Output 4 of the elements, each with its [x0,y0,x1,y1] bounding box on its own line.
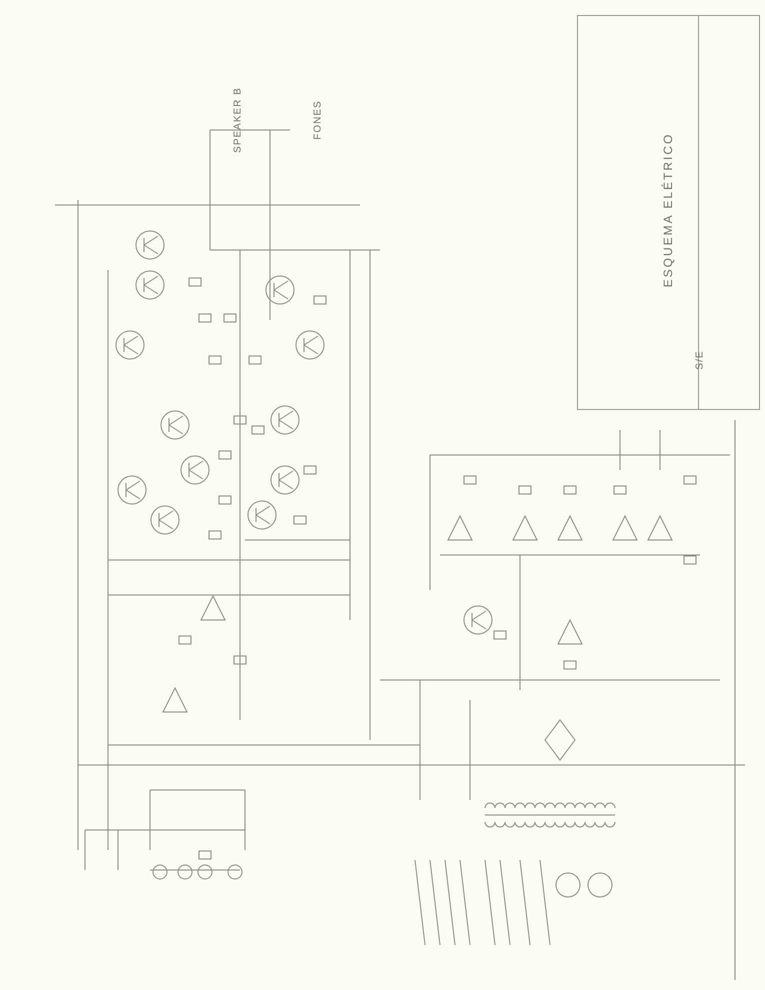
schematic-label: S/E [694,350,706,370]
drawing-title: ESQUEMA ELÉTRICO [660,132,676,288]
schematic-label: FONES [312,100,324,140]
schematic-label: SPEAKER B [232,87,244,153]
